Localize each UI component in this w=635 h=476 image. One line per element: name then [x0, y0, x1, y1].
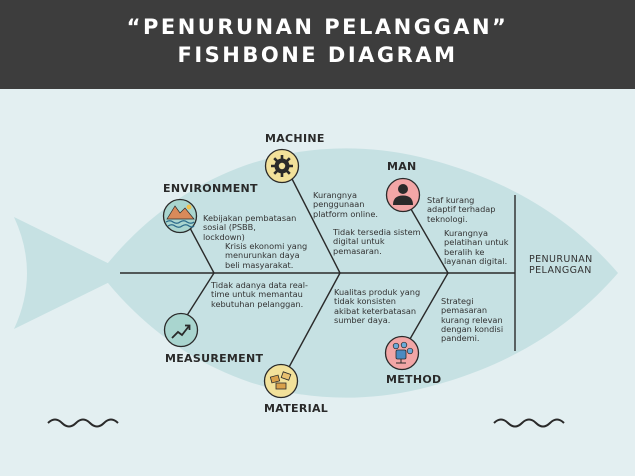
cause-man-1: Staf kurang adaptif terhadap teknologi.	[427, 195, 496, 224]
cause-environment-1: Kebijakan pembatasan sosial (PSBB, lockd…	[203, 213, 297, 242]
category-material-label: MATERIAL	[264, 402, 329, 415]
effect-label: PENURUNAN PELANGGAN	[529, 254, 593, 276]
person-icon	[385, 177, 421, 213]
diagram-title-line-1: “PENURUNAN PELANGGAN”	[126, 15, 509, 39]
materials-icon	[263, 363, 299, 399]
cause-environment-2: Krisis ekonomi yang menurunkan daya beli…	[225, 241, 308, 270]
cause-machine-1: Kurangnya penggunaan platform online.	[313, 190, 378, 219]
bone-machine	[287, 170, 341, 274]
diagram-title-line-2: FISHBONE DIAGRAM	[177, 43, 458, 67]
category-environment-label: ENVIRONMENT	[163, 182, 258, 195]
category-machine-label: MACHINE	[265, 132, 325, 145]
category-method-label: METHOD	[386, 373, 442, 386]
cause-machine-2: Tidak tersedia sistem digital untuk pema…	[333, 227, 421, 256]
header-bar: “PENURUNAN PELANGGAN” FISHBONE DIAGRAM	[0, 0, 635, 89]
process-icon	[384, 335, 420, 371]
bone-measurement	[185, 272, 215, 318]
bone-material	[287, 272, 341, 370]
cause-man-2: Kurangnya pelatihan untuk beralih ke lay…	[444, 228, 509, 266]
cause-method-1: Strategi pemasaran kurang relevan dengan…	[441, 296, 504, 344]
wave-right	[493, 418, 565, 428]
diagram-canvas: MACHINE MAN ENVIRONMENT MEASUREMENT MATE…	[0, 89, 635, 476]
bone-method	[409, 272, 449, 340]
fish-tail	[14, 217, 128, 329]
wave-left	[47, 418, 119, 428]
trend-up-icon	[163, 312, 199, 348]
fishbone-svg	[14, 148, 618, 428]
cause-measurement-1: Tidak adanya data real- time untuk meman…	[211, 280, 308, 309]
category-man-label: MAN	[387, 160, 417, 173]
landscape-icon	[162, 198, 198, 234]
category-measurement-label: MEASUREMENT	[165, 352, 264, 365]
gear-icon	[264, 148, 300, 184]
cause-material-1: Kualitas produk yang tidak konsisten aki…	[334, 287, 421, 325]
